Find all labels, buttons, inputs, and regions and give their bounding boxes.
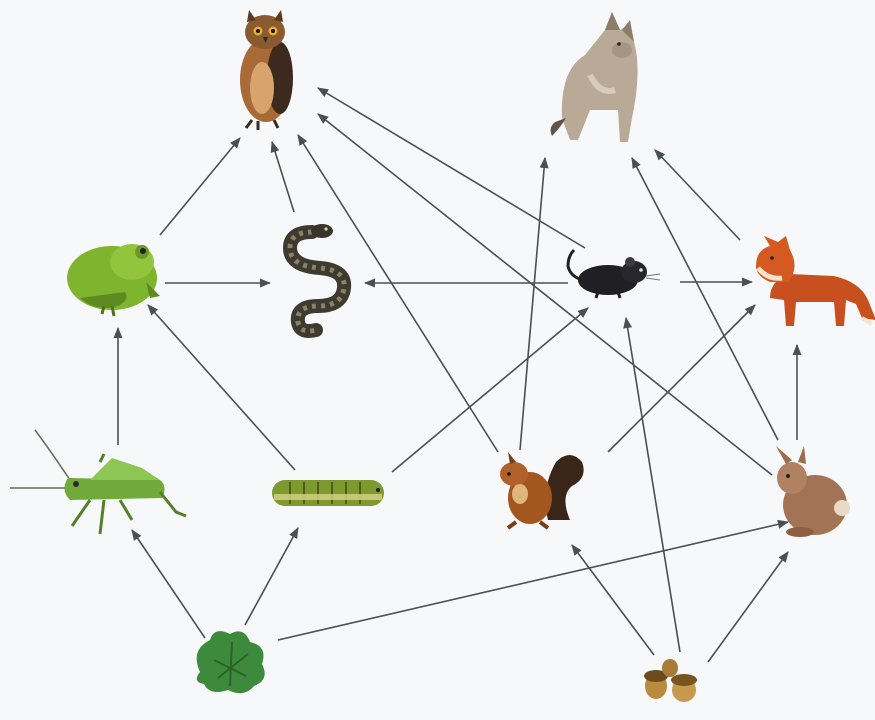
arrow-rabbit-to-coyote <box>631 157 779 441</box>
arrow-mouse-to-owl <box>317 87 586 249</box>
coyote-icon <box>550 12 638 142</box>
arrow-fox-to-coyote <box>654 149 741 241</box>
snake-icon <box>282 224 352 338</box>
arrow-squirrel-to-coyote <box>519 156 549 451</box>
arrow-plant-to-grasshopper <box>131 529 206 639</box>
arrow-frog-to-owl <box>159 137 241 236</box>
grasshopper-icon <box>10 429 187 535</box>
mouse-icon <box>566 248 661 299</box>
arrow-nuts-to-squirrel <box>571 544 655 656</box>
acorns-icon <box>644 659 697 702</box>
squirrel-icon <box>500 452 584 530</box>
arrow-rabbit-to-owl <box>317 113 773 476</box>
leafy-plant-icon <box>196 631 265 694</box>
rabbit-icon <box>776 446 850 537</box>
energy-flow-arrows <box>113 87 802 663</box>
arrow-squirrel-to-owl <box>297 134 499 453</box>
frog-icon <box>67 244 160 317</box>
arrow-snake-to-owl <box>270 140 295 213</box>
fox-icon <box>756 236 875 326</box>
arrow-nuts-to-mouse <box>623 316 681 653</box>
owl-icon <box>240 10 293 130</box>
arrow-caterpillar-to-frog <box>147 304 296 471</box>
arrow-nuts-to-rabbit <box>707 551 789 663</box>
arrow-caterpillar-to-mouse <box>391 307 589 473</box>
caterpillar-icon <box>272 480 384 506</box>
arrow-squirrel-to-fox <box>607 304 756 453</box>
arrow-plant-to-rabbit <box>277 519 790 641</box>
arrow-plant-to-caterpillar <box>244 527 299 626</box>
